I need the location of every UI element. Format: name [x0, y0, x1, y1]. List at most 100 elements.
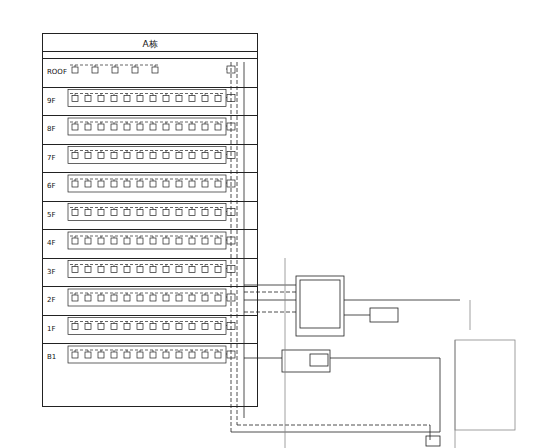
device-symbol — [85, 124, 91, 130]
device-symbol — [189, 324, 195, 330]
device-symbol — [70, 350, 224, 351]
device-symbol — [140, 151, 141, 153]
floor-band: 2F — [43, 286, 257, 315]
device-symbol — [205, 94, 206, 96]
device-symbol — [114, 179, 115, 181]
device-symbol — [124, 181, 130, 187]
device-symbol — [218, 208, 219, 210]
device-symbol — [226, 126, 227, 127]
device-symbol — [140, 236, 141, 238]
device-symbol — [112, 67, 118, 73]
device-symbol — [215, 324, 221, 330]
device-symbol — [192, 94, 193, 96]
device-symbol — [218, 94, 219, 96]
device-symbol — [101, 179, 102, 181]
device-symbol — [72, 153, 78, 159]
device-symbol — [150, 238, 156, 244]
device-symbol — [137, 96, 143, 102]
device-symbol — [226, 211, 227, 212]
device-symbol — [111, 324, 117, 330]
device-symbol — [127, 293, 128, 295]
floor-label: 1F — [47, 326, 55, 334]
device-symbol — [166, 94, 167, 96]
device-symbol — [189, 295, 195, 301]
device-symbol — [192, 350, 193, 352]
device-symbol — [192, 236, 193, 238]
device-symbol — [215, 124, 221, 130]
device-symbol — [115, 65, 116, 67]
device-symbol — [215, 96, 221, 102]
device-symbol — [153, 265, 154, 267]
device-symbol — [189, 267, 195, 273]
device-symbol — [111, 96, 117, 102]
device-symbol — [205, 151, 206, 153]
device-symbol — [137, 124, 143, 130]
device-symbol — [189, 181, 195, 187]
device-symbol — [98, 124, 104, 130]
device-symbol — [85, 352, 91, 358]
device-symbol — [75, 322, 76, 324]
device-symbol — [179, 350, 180, 352]
device-symbol — [215, 153, 221, 159]
device-symbol — [218, 236, 219, 238]
device-symbol — [189, 96, 195, 102]
device-symbol — [101, 293, 102, 295]
device-symbol — [163, 181, 169, 187]
device-symbol — [153, 322, 154, 324]
device-symbol — [163, 210, 169, 216]
device-symbol — [70, 264, 224, 265]
device-symbol — [124, 295, 130, 301]
riser-lines — [231, 62, 515, 448]
device-symbol — [114, 122, 115, 124]
device-symbol — [75, 65, 76, 67]
device-symbol — [163, 124, 169, 130]
device-symbol — [85, 295, 91, 301]
device-symbol — [111, 210, 117, 216]
device-symbol — [88, 151, 89, 153]
device-symbol — [124, 267, 130, 273]
device-symbol — [101, 350, 102, 352]
device-symbol — [202, 295, 208, 301]
device-symbol — [114, 322, 115, 324]
device-symbol — [218, 350, 219, 352]
device-symbol — [179, 151, 180, 153]
device-symbol — [98, 267, 104, 273]
building-outline: A栋ROOF9F8F7F6F5F4F3F2F1FB1 — [42, 33, 258, 407]
device-symbol — [72, 96, 78, 102]
device-symbol — [70, 93, 224, 94]
device-symbol — [101, 236, 102, 238]
device-symbol — [202, 153, 208, 159]
device-symbol — [215, 295, 221, 301]
device-symbol — [140, 122, 141, 124]
device-symbol — [75, 179, 76, 181]
floor-label: 7F — [47, 155, 55, 163]
device-symbol — [202, 352, 208, 358]
device-symbol — [218, 293, 219, 295]
device-symbol — [192, 151, 193, 153]
device-symbol — [70, 293, 224, 294]
device-symbol — [140, 293, 141, 295]
device-symbol — [72, 181, 78, 187]
device-symbol — [179, 293, 180, 295]
device-symbol — [150, 181, 156, 187]
device-symbol — [75, 350, 76, 352]
device-symbol — [95, 65, 96, 67]
device-symbol — [179, 265, 180, 267]
device-symbol — [68, 175, 226, 192]
floor-band: 6F — [43, 172, 257, 201]
device-symbol — [192, 208, 193, 210]
device-symbol — [85, 267, 91, 273]
device-symbol — [176, 352, 182, 358]
device-symbol — [202, 238, 208, 244]
device-symbol — [114, 151, 115, 153]
device-symbol — [179, 179, 180, 181]
device-symbol — [88, 208, 89, 210]
device-symbol — [98, 238, 104, 244]
device-symbol — [202, 267, 208, 273]
device-symbol — [215, 210, 221, 216]
device-symbol — [152, 67, 158, 73]
device-symbol — [192, 179, 193, 181]
device-symbol — [75, 208, 76, 210]
device-symbol — [179, 208, 180, 210]
device-symbol — [124, 238, 130, 244]
